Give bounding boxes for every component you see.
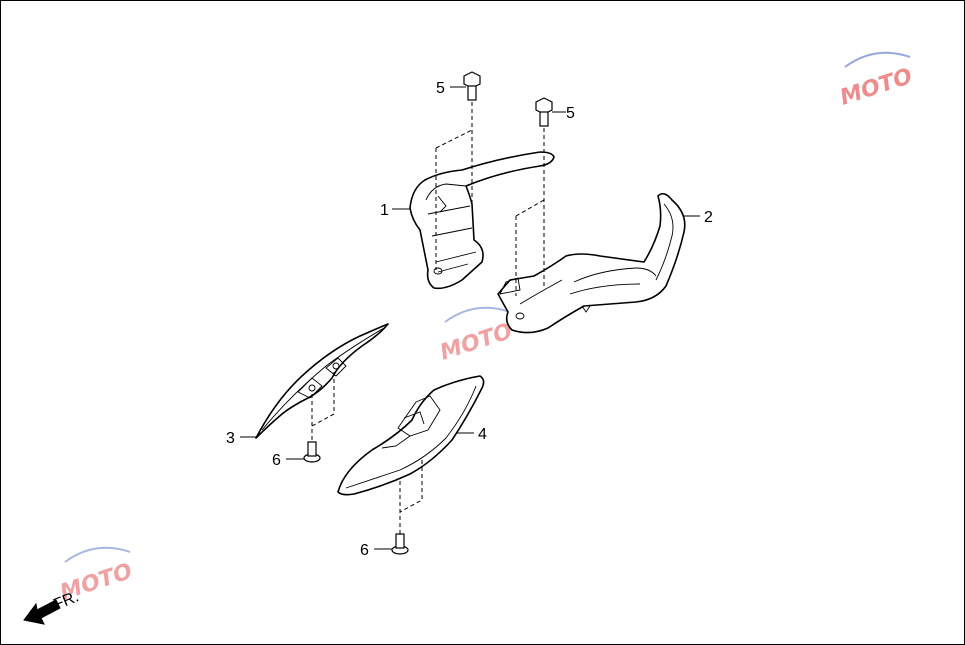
callout-1: 1: [380, 202, 410, 219]
assembly-guide-lines: [311, 102, 545, 534]
callout-5-left: 5: [436, 80, 466, 97]
callout-label-6b: 6: [360, 542, 369, 559]
callout-label-3: 3: [226, 430, 235, 447]
callout-3: 3: [226, 430, 258, 447]
callout-6-bottom: 6: [360, 542, 392, 559]
screw-6-left: [303, 441, 321, 463]
callout-label-6a: 6: [272, 452, 281, 469]
part-2-right-grab-rail: [497, 192, 686, 334]
screw-6-bottom: [391, 533, 409, 555]
moto-watermark-logo: MOTO: [437, 306, 516, 366]
part-4-side-cover-panel: [337, 375, 485, 496]
callout-5-right: 5: [552, 105, 575, 122]
front-direction-indicator: FR.: [23, 588, 81, 625]
callout-label-5a: 5: [436, 80, 445, 97]
callout-label-1: 1: [380, 202, 389, 219]
callout-2: 2: [684, 209, 713, 226]
front-direction-arrow-icon: [23, 599, 61, 625]
bolt-5-right: [535, 97, 553, 127]
callout-4: 4: [456, 426, 487, 443]
part-3-trim-strip: [255, 323, 389, 439]
part-1-left-grab-rail: [409, 151, 555, 290]
bolt-5-left: [463, 71, 481, 101]
callout-6-left: 6: [272, 452, 304, 469]
svg-text:MOTO: MOTO: [837, 64, 915, 111]
moto-watermark-logo: MOTO: [837, 51, 916, 111]
callout-label-5b: 5: [566, 105, 575, 122]
callout-label-4: 4: [478, 426, 487, 443]
callout-label-2: 2: [704, 209, 713, 226]
svg-text:MOTO: MOTO: [437, 319, 515, 366]
